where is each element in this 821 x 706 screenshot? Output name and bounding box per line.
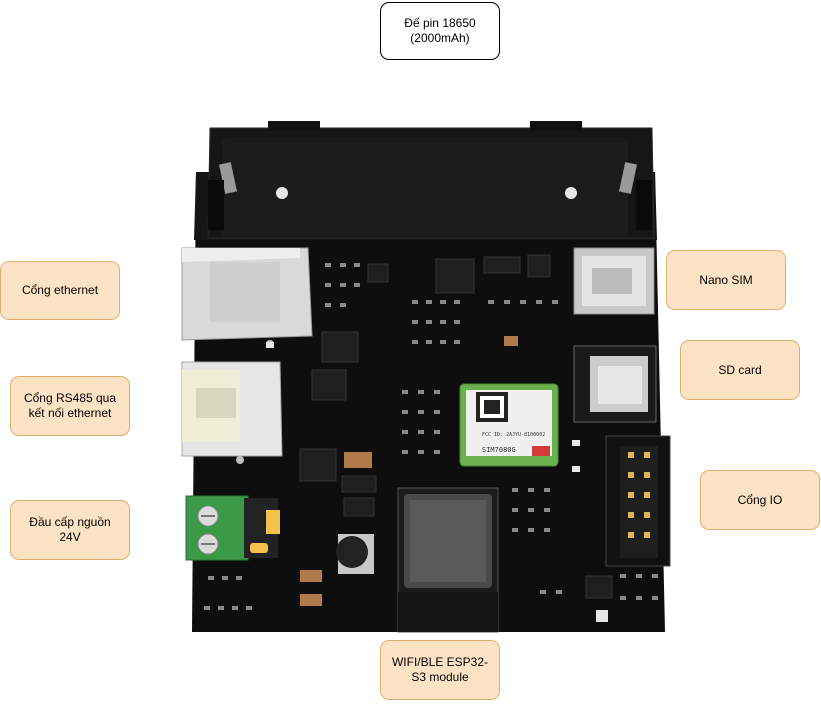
misc-ics — [299, 254, 613, 599]
esp32-label: WIFI/BLE ESP32-S3 module — [380, 640, 500, 700]
sim-module-fcc-text: FCC ID: 2AJYU-8100002 — [482, 432, 545, 438]
ethernet-jack — [181, 247, 313, 348]
rs485-jack — [181, 361, 283, 464]
io-header — [605, 435, 671, 567]
nano-sim-label: Nano SIM — [666, 250, 786, 310]
sim7080g-module: FCC ID: 2AJYU-8100002 SIM7080G — [459, 383, 559, 467]
esp32-module — [397, 487, 499, 633]
sd-card-label: SD card — [680, 340, 800, 400]
power-label: Đầu cấp nguồn 24V — [10, 500, 130, 560]
battery-label: Đế pin 18650 (2000mAh) — [380, 2, 500, 60]
rs485-label: Cổng RS485 qua kết nối ethernet — [10, 376, 130, 436]
ethernet-label: Cổng ethernet — [0, 261, 120, 320]
nano-sim-holder — [573, 247, 655, 315]
sd-card-holder — [573, 345, 657, 423]
io-port-label: Cổng IO — [700, 470, 820, 530]
power-terminal — [185, 495, 280, 561]
capacitor — [300, 336, 518, 606]
smd-components — [204, 263, 658, 622]
battery-holder — [207, 121, 655, 239]
sim-module-text: SIM7080G — [482, 446, 516, 454]
